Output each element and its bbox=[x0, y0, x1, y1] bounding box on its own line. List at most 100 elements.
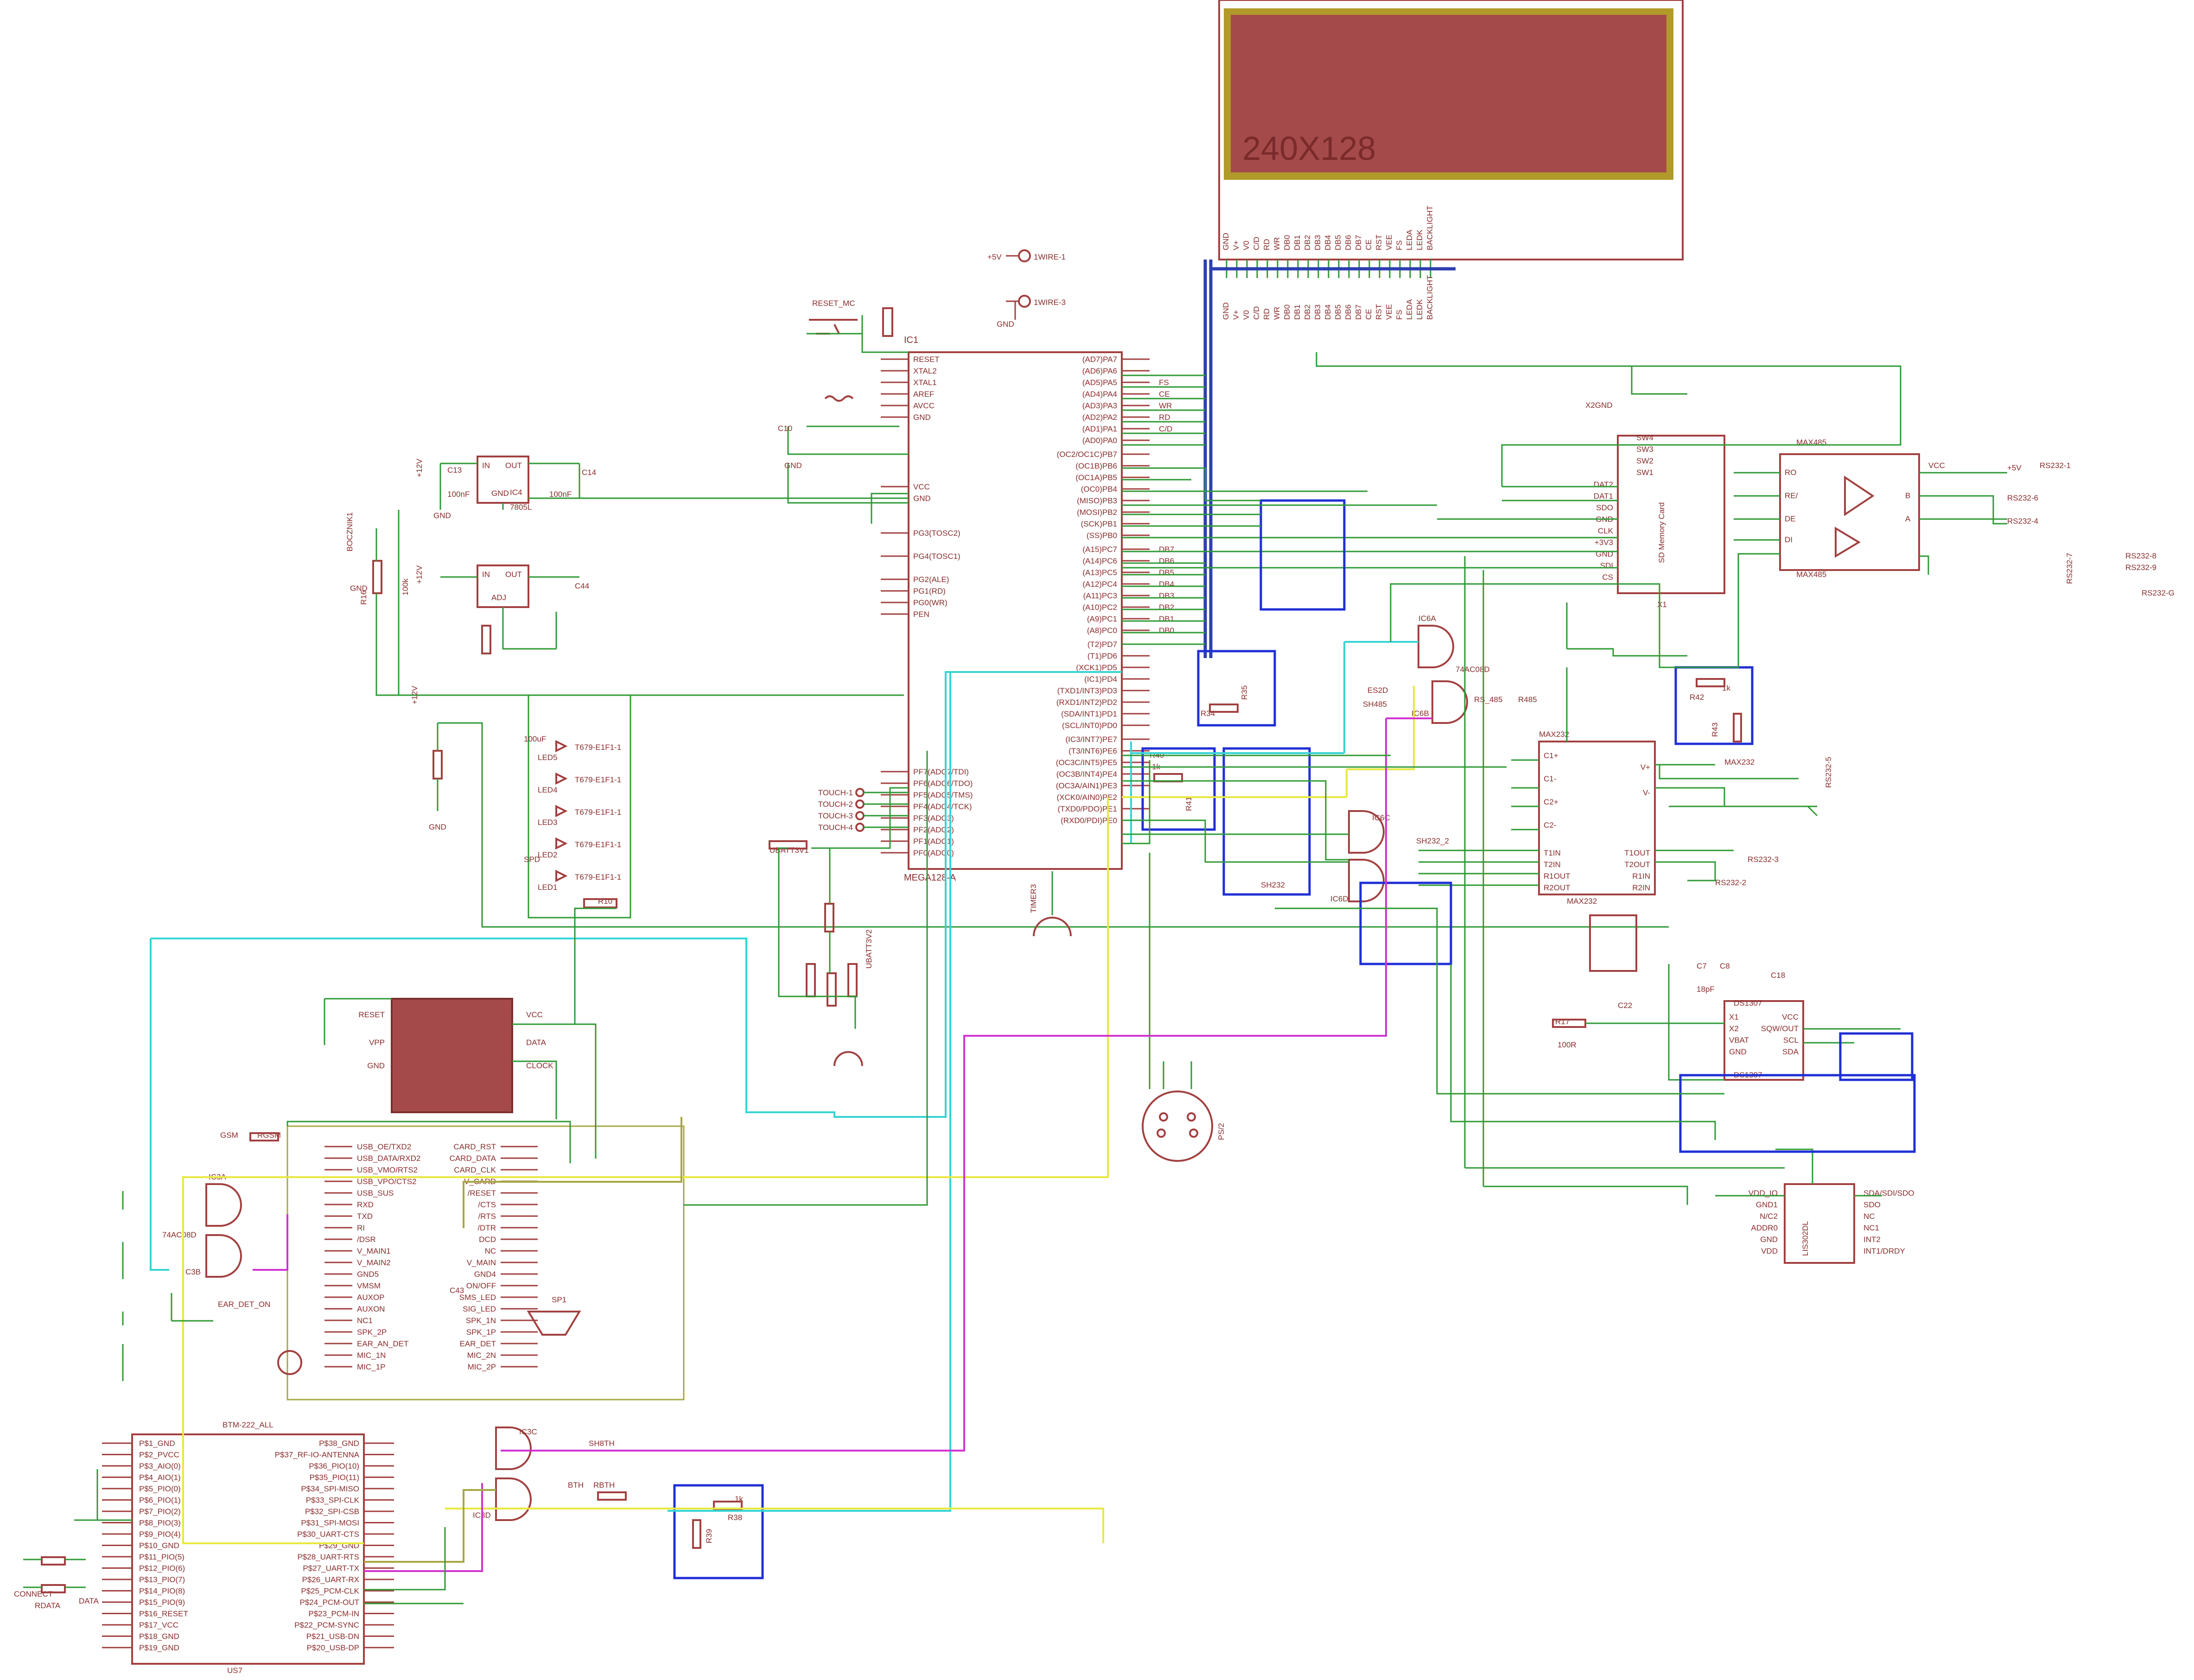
r2 bbox=[481, 625, 491, 654]
rs232-connector: RS232-6 bbox=[2007, 494, 2038, 502]
led-part: T679-E1F1-1 bbox=[575, 743, 621, 752]
max232-pin: V+ bbox=[1641, 763, 1650, 772]
lis-pin: INT1/DRDY bbox=[1863, 1247, 1905, 1255]
btm-right-pin: P$36_PIO(10) bbox=[309, 1462, 359, 1471]
gsm-right-pin: SPK_1N bbox=[466, 1316, 496, 1325]
ic6b-label: IC6B bbox=[1412, 709, 1429, 718]
rbth bbox=[597, 1491, 627, 1501]
lcd-pin-label: DB3 bbox=[1313, 235, 1322, 250]
ds1307-pin: SDA bbox=[1782, 1047, 1799, 1056]
sd-pin: DAT1 bbox=[1594, 492, 1613, 501]
btm-right-pin: P$22_PCM-SYNC bbox=[294, 1621, 359, 1629]
r42 bbox=[1696, 678, 1725, 687]
mcu-right-pin: (RXD1/INT2)PD2 bbox=[1056, 698, 1117, 707]
mcu-right-pin: (A8)PC0 bbox=[1087, 626, 1117, 635]
mcu-left-pins: RESETXTAL2XTAL1AREFAVCCGNDVCCGNDPG3(TOSC… bbox=[881, 355, 973, 857]
ds1307-section: DS1307 DS1307 X1X2VBATGNDVCCSQW/OUTSCLSD… bbox=[1552, 914, 1901, 1081]
mcu-right-pin: (AD4)PA4 bbox=[1082, 390, 1117, 399]
gsm-right-pin: /RESET bbox=[468, 1189, 496, 1198]
btm-left-pin: P$1_GND bbox=[139, 1439, 175, 1448]
gnd-c: GND bbox=[429, 823, 446, 831]
ic3-type: 74AC08D bbox=[162, 1230, 197, 1239]
r16-val: 100k bbox=[401, 578, 410, 596]
p12v-c: +12V bbox=[410, 685, 419, 704]
general-wires bbox=[23, 315, 1901, 1604]
sp1-label: SP1 bbox=[552, 1295, 566, 1304]
lcd-pin-net: C/D bbox=[1252, 306, 1261, 320]
btm-right-pin: P$37_RF-IO-ANTENNA bbox=[275, 1451, 360, 1459]
ic3b-label: C3B bbox=[185, 1268, 201, 1276]
r43-label: R43 bbox=[1711, 723, 1719, 737]
box-r8 bbox=[1839, 1032, 1914, 1081]
gsm-left-pin: /DSR bbox=[357, 1235, 376, 1244]
lis-pin: N/C2 bbox=[1760, 1212, 1778, 1221]
boczniki-label: BOCZNIK1 bbox=[345, 512, 354, 552]
led-diode bbox=[555, 805, 568, 818]
highlight-boxes: R34 R35 R42 1k R43 R40 1k R41 R38 1k R39 bbox=[673, 499, 1916, 1579]
sim-pin: VPP bbox=[369, 1038, 385, 1047]
timer3-label: TIMER3 bbox=[1029, 884, 1038, 913]
mcu-right-pin: (IC1)PD4 bbox=[1084, 675, 1117, 684]
mcu-net-label: DB2 bbox=[1159, 603, 1174, 612]
gsm-right-pin: CARD_DATA bbox=[450, 1154, 496, 1163]
gsm-right-pin: MIC_2P bbox=[468, 1363, 496, 1371]
rs232-connector: RS232-8 bbox=[2125, 552, 2156, 560]
max485-pin: DE bbox=[1785, 514, 1796, 523]
gsm-left-pin: V_MAIN2 bbox=[357, 1258, 391, 1267]
gsm-left-pin: USB_OE/TXD2 bbox=[357, 1142, 411, 1151]
max232-label: MAX232 bbox=[1539, 730, 1569, 739]
r35-label: R35 bbox=[1240, 685, 1249, 700]
ic3b bbox=[205, 1234, 242, 1278]
crystal bbox=[824, 395, 854, 402]
reset-label: RESET_MC bbox=[812, 299, 855, 308]
lcd-pin-net: DB2 bbox=[1303, 304, 1312, 320]
r485-label: R485 bbox=[1518, 695, 1537, 704]
es2d-a: ES2D bbox=[1367, 686, 1388, 695]
lis-pin: ADDR0 bbox=[1751, 1224, 1778, 1232]
max485-pin: RO bbox=[1785, 468, 1797, 477]
rs485-label: RS_485 bbox=[1474, 695, 1502, 704]
led-diode bbox=[555, 837, 568, 850]
btm-right-pin: P$30_UART-CTS bbox=[297, 1530, 359, 1539]
ps2-label: PS/2 bbox=[1217, 1123, 1226, 1140]
rs232-connector: RS232-3 bbox=[1748, 855, 1779, 864]
btm-left-pin: P$19_GND bbox=[139, 1643, 179, 1652]
btm-right-pin: P$28_UART-RTS bbox=[297, 1553, 359, 1561]
x2gnd-label: X2GND bbox=[1585, 401, 1613, 410]
mcu-right-pin: (XCK1)PD5 bbox=[1076, 663, 1117, 672]
sd-pin: +3V3 bbox=[1595, 538, 1613, 547]
mcu-right-pin: (T3/INT6)PE6 bbox=[1068, 747, 1117, 755]
c14-val: 100nF bbox=[549, 490, 572, 499]
box-txd bbox=[1222, 747, 1311, 896]
r41-label: R41 bbox=[1184, 797, 1193, 811]
mcu-right-pin: (OC3A/AIN1)PE3 bbox=[1056, 781, 1117, 790]
lis302-label: LIS302DL bbox=[1801, 1221, 1810, 1256]
btm-right-pin: P$32_SPI-CSB bbox=[305, 1507, 359, 1516]
mcu-right-pin: (AD0)PA0 bbox=[1082, 436, 1117, 445]
sd-switch: SW2 bbox=[1636, 456, 1653, 465]
gsm-right-pin: CARD_RST bbox=[453, 1142, 496, 1151]
lcd-pin-label: BACKLIGHT bbox=[1425, 206, 1434, 250]
r10 bbox=[583, 898, 617, 908]
r34 bbox=[1209, 704, 1239, 713]
mcu-right-pin: (AD7)PA7 bbox=[1082, 355, 1117, 364]
r16-ref: R16 bbox=[359, 590, 368, 605]
touch-label: TOUCH-2 bbox=[818, 800, 853, 809]
lcd-pin-label: DB1 bbox=[1293, 235, 1302, 250]
r34-label: R34 bbox=[1201, 709, 1215, 718]
accelerometer: LIS302DL VDD_IOGND1N/C2ADDR0GNDVDDSDA/SD… bbox=[1715, 1148, 1914, 1264]
ic4-type: 7805L bbox=[510, 503, 532, 512]
mcu-right-pin: (OC3C/INT5)PE5 bbox=[1056, 758, 1117, 767]
max232-pin: C1- bbox=[1544, 774, 1556, 783]
ic6b bbox=[1431, 680, 1468, 724]
gsm-left-pin: GND5 bbox=[357, 1270, 379, 1279]
btm-left-pin: P$11_PIO(5) bbox=[139, 1553, 184, 1561]
mcu-left-pin: PF6(ADC6/TDO) bbox=[913, 779, 973, 788]
lcd-pin-label: DB0 bbox=[1283, 235, 1291, 250]
led-label: LED5 bbox=[538, 753, 558, 762]
btm-left-pin: P$12_PIO(6) bbox=[139, 1564, 185, 1573]
max485-tx bbox=[1835, 526, 1861, 558]
mcu-net-label: DB4 bbox=[1159, 580, 1174, 589]
